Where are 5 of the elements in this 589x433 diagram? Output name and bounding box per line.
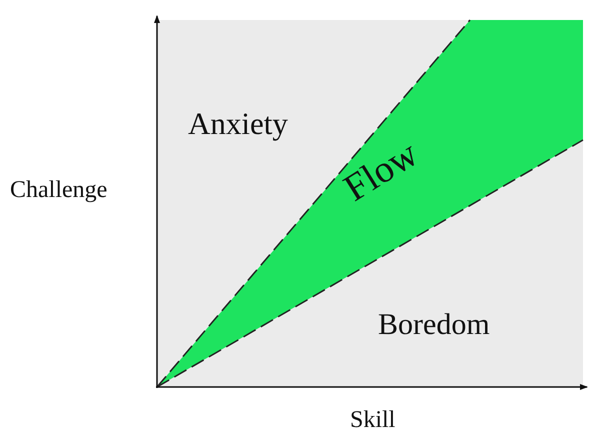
region-label: Anxiety xyxy=(188,108,288,139)
axis-label: Skill xyxy=(350,408,396,432)
region-label: Boredom xyxy=(378,310,490,340)
axis-label: Challenge xyxy=(10,178,108,202)
region-label: Flow xyxy=(338,134,424,208)
